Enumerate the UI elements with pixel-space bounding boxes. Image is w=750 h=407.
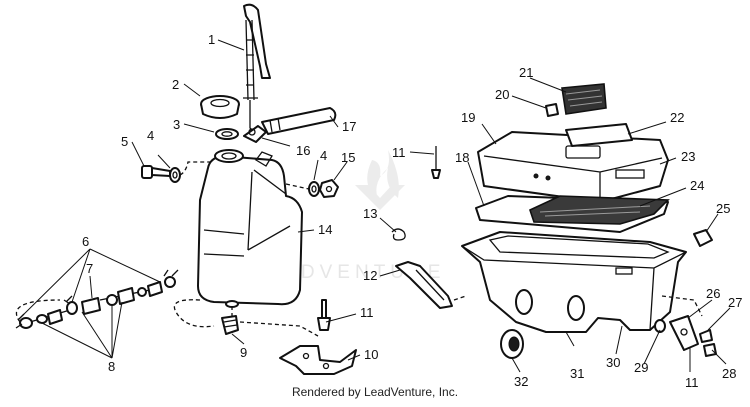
part-washer-right [308,181,320,197]
callout-22: 22 [670,110,684,125]
part-mount-bracket [669,315,699,351]
part-fuel-sender [243,3,271,135]
callout-15: 15 [341,150,355,165]
callout-8: 8 [108,359,115,374]
part-airbox-lid [477,131,669,203]
callout-11-right: 11 [685,375,699,390]
callout-7: 7 [86,261,93,276]
leader-lines [17,39,731,373]
part-washer-left [169,167,181,183]
part-gasket [215,128,239,140]
part-fitting [545,103,559,117]
part-washer-small [654,319,666,333]
part-screw-lower [703,343,717,357]
callout-31: 31 [570,366,584,381]
callout-24: 24 [690,178,704,193]
callout-11-top: 11 [392,145,406,160]
callout-29: 29 [634,360,648,375]
part-fastener-bracket [317,299,331,331]
part-outlet-fitting [221,315,239,335]
part-bolt [141,165,171,179]
callout-1: 1 [208,32,215,47]
callout-32: 32 [514,374,528,389]
callout-11-bracket: 11 [360,305,374,320]
callout-14: 14 [318,222,332,237]
part-fuel-tank [197,149,303,308]
callout-28: 28 [722,366,736,381]
callout-12: 12 [363,268,377,283]
callout-2: 2 [172,77,179,92]
part-pin-top [431,146,441,179]
callout-19: 19 [461,110,475,125]
part-support-bracket [395,261,453,309]
part-element-frame [565,123,633,147]
part-nut [319,179,339,198]
part-fuel-cap [200,95,240,119]
part-foam-prefilter [561,83,607,115]
callout-labels: 1 2 3 4 5 4 15 16 17 14 6 7 8 9 10 11 11… [82,32,742,390]
part-elbow-fitting [243,125,267,143]
part-fuel-line-assembly [15,269,179,329]
part-clip [391,228,406,241]
part-hose [261,107,337,135]
callout-25: 25 [716,201,730,216]
callout-5: 5 [121,134,128,149]
callout-17: 17 [342,119,356,134]
callout-10: 10 [364,347,378,362]
callout-3: 3 [173,117,180,132]
callout-30: 30 [606,355,620,370]
part-tank-bracket [279,345,357,375]
callout-16: 16 [296,143,310,158]
part-grommet [500,329,524,359]
callout-4-right: 4 [320,148,327,163]
callout-9: 9 [240,345,247,360]
part-airbox-base [461,231,687,333]
callout-13: 13 [363,206,377,221]
callout-18: 18 [455,150,469,165]
footer-credit: Rendered by LeadVenture, Inc. [291,385,459,399]
callout-20: 20 [495,87,509,102]
part-air-filter [529,195,670,225]
callout-21: 21 [519,65,533,80]
callout-23: 23 [681,149,695,164]
part-plug [693,229,713,247]
callout-4-left: 4 [147,128,154,143]
part-screw [699,329,713,343]
callout-27: 27 [728,295,742,310]
callout-26: 26 [706,286,720,301]
callout-6: 6 [82,234,89,249]
